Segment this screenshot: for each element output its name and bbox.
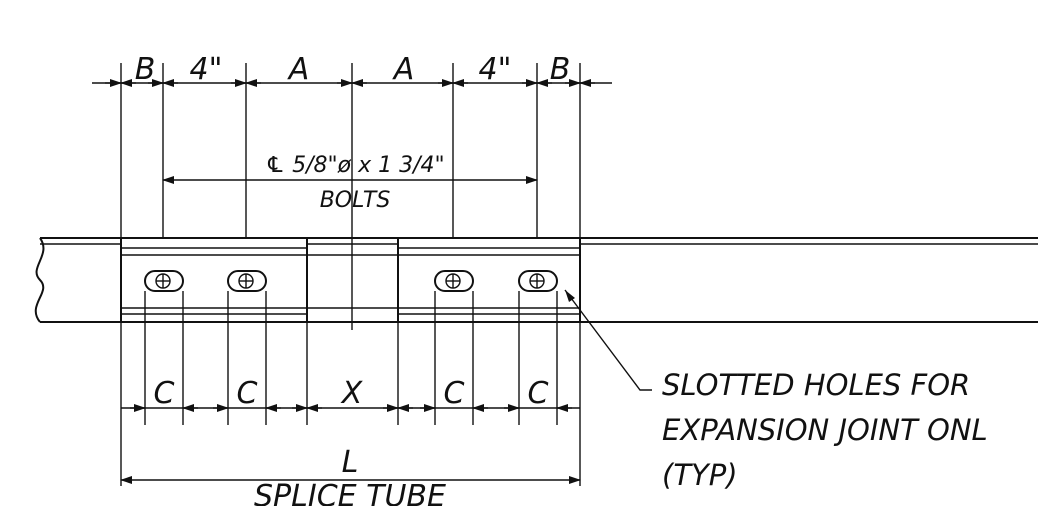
left-break-line	[34, 237, 45, 323]
dim-c-4: C	[528, 376, 549, 411]
bottom-extension-lines	[144, 291, 558, 425]
overall-length-dimension: L SPLICE TUBE	[120, 445, 581, 506]
bolt-callout: ℄ 5/8"ø x 1 3/4" BOLTS	[162, 153, 538, 213]
dim-b-right: B	[550, 52, 571, 87]
dim-x: X	[340, 376, 364, 411]
top-dimension-chain: B 4" A A 4" B	[92, 52, 612, 100]
note-line-1: SLOTTED HOLES FOR	[662, 368, 970, 402]
splice-tube-label: SPLICE TUBE	[254, 479, 446, 506]
dim-a-left: A	[287, 52, 310, 87]
dim-c-3: C	[444, 376, 465, 411]
slot-hole-1	[144, 270, 184, 292]
note-leader-line	[564, 289, 652, 391]
rail-assembly	[34, 237, 1038, 323]
slot-hole-3	[434, 270, 474, 292]
note-line-3: (TYP)	[662, 458, 738, 492]
dim-c-1: C	[154, 376, 175, 411]
bolt-size-label: ℄ 5/8"ø x 1 3/4"	[265, 153, 444, 178]
dim-c-2: C	[237, 376, 258, 411]
slot-hole-4	[518, 270, 558, 292]
slotted-holes	[144, 270, 558, 292]
note-line-2: EXPANSION JOINT ONL	[662, 413, 988, 447]
bolts-label: BOLTS	[320, 188, 391, 213]
bottom-dimension-chain: C C X C C	[121, 376, 580, 412]
splice-plate-right	[397, 237, 581, 323]
dim-a-right: A	[392, 52, 415, 87]
dim-4in-left: 4"	[190, 52, 223, 87]
dim-4in-right: 4"	[479, 52, 512, 87]
dim-b-left: B	[135, 52, 156, 87]
slot-hole-2	[227, 270, 267, 292]
slotted-hole-note: SLOTTED HOLES FOR EXPANSION JOINT ONL (T…	[564, 289, 988, 492]
length-label: L	[342, 445, 359, 480]
splice-plate-left	[120, 237, 308, 323]
